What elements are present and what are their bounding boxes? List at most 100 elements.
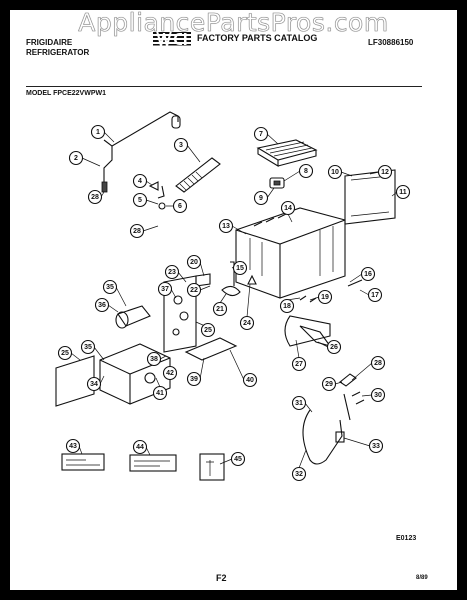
- callout-number: 14: [284, 205, 292, 212]
- brand-line-2: REFRIGERATOR: [26, 48, 90, 57]
- callout-circle: [173, 137, 189, 153]
- part-label-b: [129, 454, 177, 472]
- callout-number: 24: [243, 320, 251, 327]
- part-fill-tube: [103, 111, 179, 188]
- callout-number: 1: [96, 129, 100, 136]
- callout-number: 11: [399, 189, 407, 196]
- part-bin-foot: [247, 274, 257, 285]
- part-ice-bin: [235, 207, 346, 299]
- callout-11: 11: [395, 184, 411, 200]
- callout-number: 35: [106, 284, 114, 291]
- callout-number: 41: [156, 390, 164, 397]
- callout-number: 10: [331, 169, 339, 176]
- callout-number: 26: [330, 344, 338, 351]
- callout-14: 14: [280, 200, 296, 216]
- wci-logo-icon: [153, 31, 191, 46]
- catalog-title: FACTORY PARTS CATALOG: [197, 33, 318, 43]
- callout-number: 4: [138, 178, 142, 185]
- callout-28: 28: [129, 223, 145, 239]
- callout-number: 29: [325, 381, 333, 388]
- callout-circle: [291, 356, 307, 372]
- callout-number: 3: [179, 142, 183, 149]
- callout-circle: [102, 279, 118, 295]
- catalog-title-block: FACTORY PARTS CATALOG: [153, 30, 317, 46]
- callout-circle: [80, 339, 96, 355]
- part-control-knob: [144, 372, 156, 384]
- callout-circle: [200, 322, 216, 338]
- callout-6: 6: [172, 198, 188, 214]
- callout-circle: [279, 298, 295, 314]
- callout-circle: [280, 200, 296, 216]
- callout-number: 33: [372, 443, 380, 450]
- part-handle-grip: [273, 180, 281, 186]
- part-cam: [221, 285, 241, 297]
- callout-27: 27: [291, 356, 307, 372]
- callout-number: 20: [190, 259, 198, 266]
- callout-number: 21: [216, 306, 224, 313]
- page-number: F2: [216, 573, 227, 583]
- callout-circle: [298, 163, 314, 179]
- callout-36: 36: [94, 297, 110, 313]
- callout-25: 25: [200, 322, 216, 338]
- callout-circle: [253, 190, 269, 206]
- callout-number: 9: [259, 195, 263, 202]
- callout-17: 17: [367, 287, 383, 303]
- part-mount-hole-3: [172, 328, 180, 336]
- catalog-page: [10, 10, 457, 590]
- callout-circle: [90, 124, 106, 140]
- part-arm: [339, 373, 357, 421]
- callout-9: 9: [253, 190, 269, 206]
- callout-4: 4: [132, 173, 148, 189]
- part-pin: [230, 261, 235, 286]
- callout-circle: [230, 451, 246, 467]
- callout-28: 28: [370, 355, 386, 371]
- diagram-code: E0123: [396, 535, 417, 542]
- callout-circle: [87, 189, 103, 205]
- callout-34: 34: [86, 376, 102, 392]
- part-cord: [302, 409, 343, 465]
- callout-number: 35: [84, 344, 92, 351]
- brand-block: FRIGIDAIRE REFRIGERATOR: [26, 38, 89, 58]
- part-ice-tray-ridges: [265, 141, 313, 157]
- callout-circle: [157, 281, 173, 297]
- exploded-parts-diagram: 1234567891011121314151617181920212223242…: [55, 111, 411, 482]
- part-bracket: [195, 273, 211, 287]
- callout-23: 23: [164, 264, 180, 280]
- part-switch: [335, 431, 345, 443]
- callout-number: 28: [374, 360, 382, 367]
- header-divider: [26, 86, 422, 87]
- callout-39: 39: [186, 371, 202, 387]
- part-control-housing: [99, 343, 171, 405]
- callout-number: 44: [136, 444, 144, 451]
- callout-circle: [317, 289, 333, 305]
- callout-circle: [291, 466, 307, 482]
- callout-number: 45: [234, 456, 242, 463]
- part-wire-harness: [184, 337, 238, 361]
- callout-number: 8: [304, 168, 308, 175]
- callout-leader-lines: [70, 131, 398, 469]
- callout-circle: [327, 164, 343, 180]
- callout-32: 32: [291, 466, 307, 482]
- callout-number: 13: [222, 223, 230, 230]
- callout-number: 32: [295, 471, 303, 478]
- callout-number: 31: [295, 400, 303, 407]
- callout-circle: [370, 387, 386, 403]
- callout-number: 28: [133, 228, 141, 235]
- callout-circle: [172, 198, 188, 214]
- callout-circle: [218, 218, 234, 234]
- callout-circle: [232, 260, 248, 276]
- callout-number: 16: [364, 271, 372, 278]
- callout-number: 25: [204, 327, 212, 334]
- callout-22: 22: [186, 282, 202, 298]
- part-rod: [347, 279, 363, 287]
- callout-8: 8: [298, 163, 314, 179]
- callout-41: 41: [152, 385, 168, 401]
- part-motor-end: [115, 311, 129, 329]
- part-mount-hole-1: [173, 295, 183, 305]
- callout-31: 31: [291, 395, 307, 411]
- callout-29: 29: [321, 376, 337, 392]
- part-screw: [158, 202, 166, 210]
- part-motor-mount: [163, 275, 197, 353]
- callout-circle: [291, 395, 307, 411]
- callout-number: 17: [371, 292, 379, 299]
